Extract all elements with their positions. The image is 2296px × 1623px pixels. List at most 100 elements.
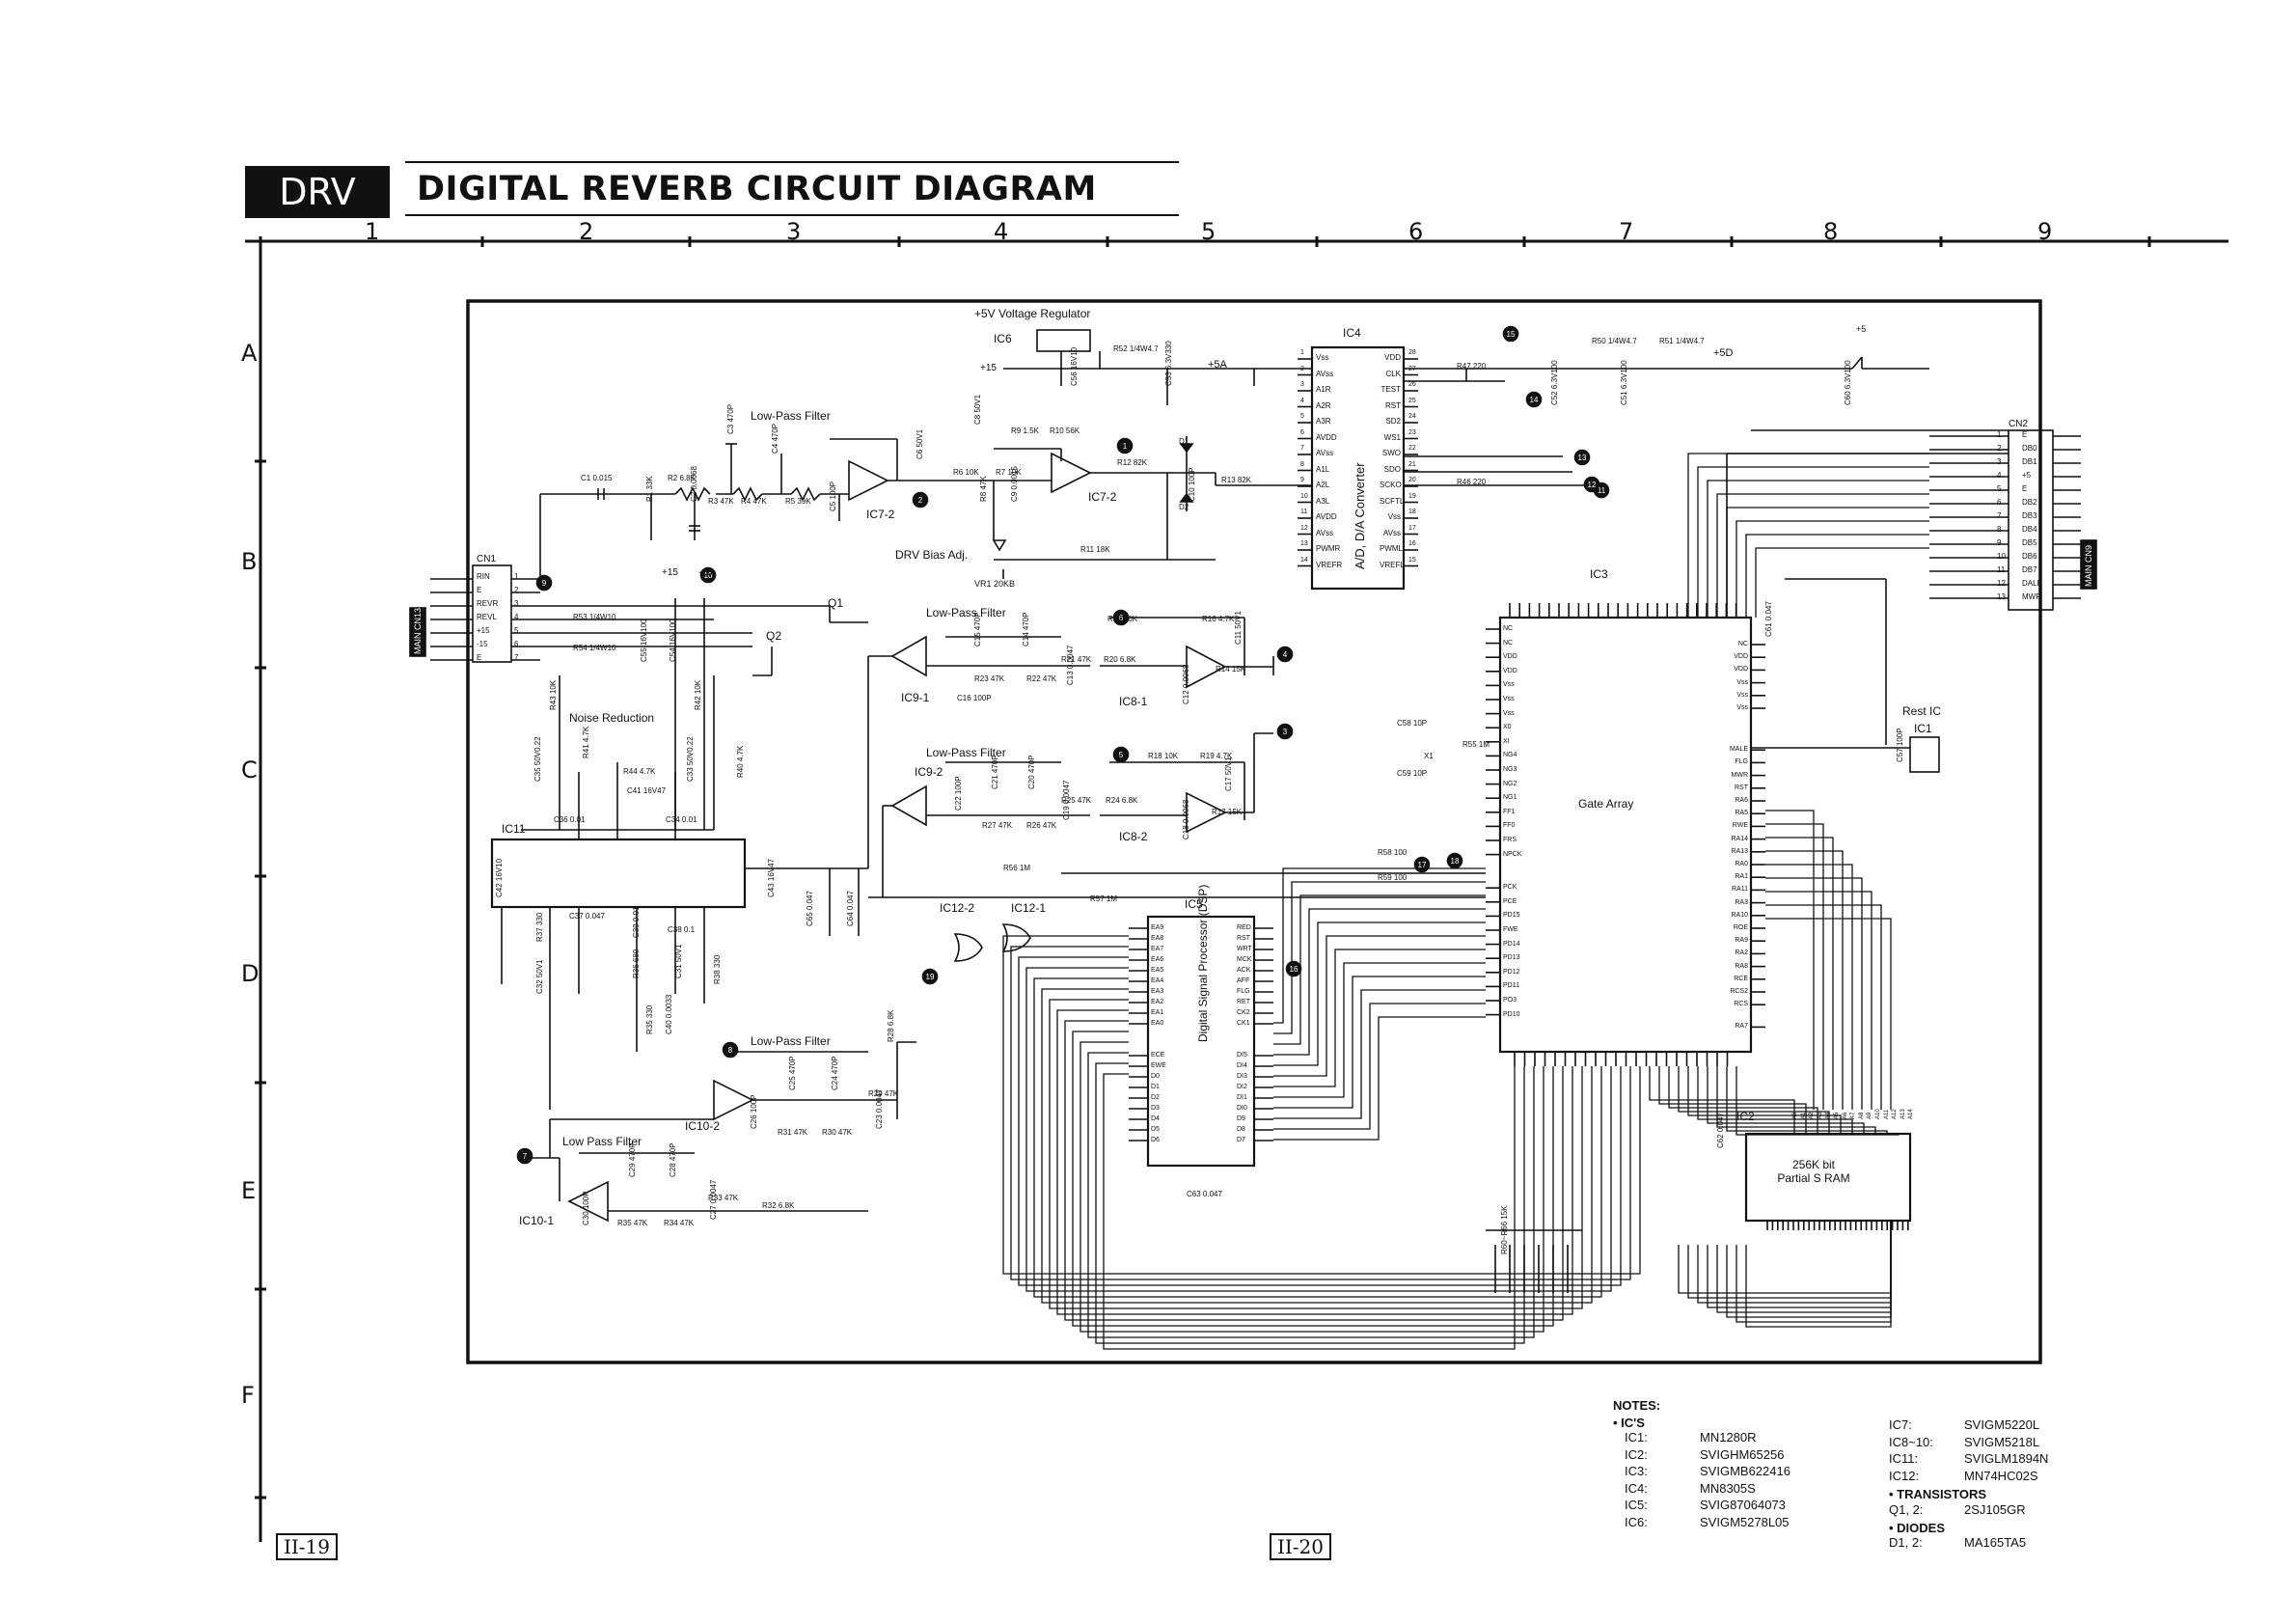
ic2-addr-label: A11 bbox=[1883, 1109, 1890, 1119]
ic3-pin-label-right: MALE bbox=[1729, 746, 1748, 754]
ic5-pin-label-right: RST bbox=[1237, 935, 1250, 942]
component-label-c58: C58 10P bbox=[1397, 719, 1428, 728]
component-label-r24: R24 6.8K bbox=[1106, 796, 1138, 805]
test-point-marker bbox=[1112, 746, 1130, 763]
ic3-designator: IC3 bbox=[1590, 567, 1608, 581]
ic3-pin-label-left: Vss bbox=[1503, 696, 1515, 702]
component-label-c43: C43 16V47 bbox=[767, 858, 776, 897]
ic3-pin-label-left: NG4 bbox=[1503, 752, 1517, 759]
component-label-c14: C14 470P bbox=[1022, 612, 1030, 646]
ic2-addr-label: A6 bbox=[1842, 1112, 1848, 1119]
noise-reduction-label: Noise Reduction bbox=[569, 711, 655, 725]
header-rule-top bbox=[405, 161, 1179, 163]
grid-row-c: C bbox=[241, 756, 258, 784]
ic4-adda bbox=[1298, 345, 1929, 591]
component-label-c52: C52 6.3V100 bbox=[1550, 360, 1559, 405]
ic5-pin-label-left: EA0 bbox=[1151, 1020, 1164, 1027]
ic3-pin-label-left: PD14 bbox=[1503, 940, 1520, 948]
vr1-designator: VR1 20KB bbox=[974, 579, 1016, 589]
component-label-r52: R52 1/4W4.7 bbox=[1113, 344, 1159, 353]
ic3-pin-label-right: FLG bbox=[1735, 758, 1748, 766]
test-point-label: 12 bbox=[1588, 481, 1597, 489]
component-label-c40: C40 0.0033 bbox=[665, 994, 673, 1034]
sram-label: 256K bit Partial S RAM bbox=[1777, 1158, 1850, 1185]
ic4-pin-label-right: VREFL bbox=[1380, 560, 1405, 569]
note-value: MN74HC02S bbox=[1964, 1468, 2038, 1483]
component-label-r15: R15 10K bbox=[1107, 615, 1138, 623]
component-label-c31: C31 50V1 bbox=[674, 944, 683, 978]
ic4-pin-num-right: 16 bbox=[1408, 540, 1416, 547]
component-label-c24: C24 470P bbox=[831, 1056, 839, 1090]
component-label-r35b: R35 47K bbox=[617, 1219, 648, 1227]
rail-p5: +5 bbox=[1856, 324, 1867, 334]
component-label-r46: R46 220 bbox=[1457, 478, 1487, 486]
bus-trace bbox=[1716, 1221, 1892, 1313]
component-label-r47: R47 220 bbox=[1457, 362, 1487, 371]
page-title: DIGITAL REVERB CIRCUIT DIAGRAM bbox=[417, 170, 1097, 208]
ic3-pin-label-right: RCS bbox=[1734, 1001, 1748, 1008]
test-point-label: 14 bbox=[1530, 396, 1539, 404]
note-key: D1, 2: bbox=[1889, 1535, 1923, 1550]
ic5-pin-label-left: ECE bbox=[1151, 1052, 1165, 1059]
bus-trace bbox=[1736, 520, 1929, 618]
ic5-pin-label-right: FLG bbox=[1237, 988, 1250, 995]
test-point-marker bbox=[1573, 449, 1591, 466]
test-point-label: 5 bbox=[1119, 751, 1124, 759]
test-point-marker bbox=[1116, 437, 1134, 454]
test-point-label: 6 bbox=[1119, 614, 1124, 622]
component-label-c3: C3 470P bbox=[726, 403, 735, 434]
cn2-pin-label: DB1 bbox=[2022, 457, 2037, 466]
component-label-c36: C36 0.01 bbox=[554, 815, 586, 824]
lpf-d-label: Low-Pass Filter bbox=[751, 1034, 831, 1048]
cn2-pin-number: 9 bbox=[1997, 538, 2002, 547]
component-label-c17: C17 50V1 bbox=[1224, 756, 1233, 791]
component-label-r55: R55 1M bbox=[1462, 740, 1490, 749]
bias-adj-label: DRV Bias Adj. bbox=[895, 548, 969, 562]
test-point-label: 15 bbox=[1507, 330, 1516, 339]
component-label-c28: C28 470P bbox=[669, 1142, 677, 1177]
component-label-c63: C63 0.047 bbox=[1187, 1190, 1222, 1198]
ic3-pin-label-left: VDD bbox=[1503, 667, 1517, 674]
component-label-c13: C13 0.0047 bbox=[1066, 645, 1075, 685]
component-label-r2: R2 6.8K bbox=[668, 474, 696, 482]
note-key: Q1, 2: bbox=[1889, 1501, 1924, 1517]
ic3-pin-label-right: VDD bbox=[1734, 653, 1748, 661]
component-label-c42: C42 16V10 bbox=[495, 858, 504, 897]
note-key: IC8~10: bbox=[1889, 1434, 1933, 1449]
component-label-r20: R20 6.8K bbox=[1104, 655, 1136, 664]
ic3-pin-label-right: Vss bbox=[1736, 691, 1748, 699]
component-label-r36: R36 680 bbox=[632, 949, 641, 978]
grid-col-3: 3 bbox=[786, 218, 802, 245]
test-point-marker bbox=[1276, 723, 1294, 740]
ic4-pin-num-left: 8 bbox=[1300, 460, 1304, 468]
cn2-pin-number: 2 bbox=[1997, 444, 2002, 453]
bus-trace bbox=[1687, 1066, 1842, 1134]
component-label-c54: C54 16V100 bbox=[669, 619, 677, 662]
ic3-pin-label-left: FF1 bbox=[1503, 808, 1516, 815]
note-value: SVIGLM1894N bbox=[1964, 1451, 2049, 1466]
component-label-r5: R5 39K bbox=[785, 497, 811, 506]
ic8-ic9-lpf bbox=[867, 617, 1486, 898]
test-point-marker bbox=[921, 968, 939, 985]
cn2-pin-label: DALE bbox=[2022, 579, 2042, 588]
note-key: IC1: bbox=[1625, 1430, 1648, 1444]
component-label-c56: C56 16V10 bbox=[1070, 346, 1079, 386]
ic4-pin-label-right: CLK bbox=[1385, 369, 1401, 378]
ic2-designator: IC2 bbox=[1736, 1110, 1755, 1123]
component-label-r43: R43 10K bbox=[549, 679, 558, 710]
ic3-pin-label-left: Vss bbox=[1503, 709, 1515, 717]
cn2-pin-label: DB4 bbox=[2022, 525, 2037, 534]
regulator-label: +5V Voltage Regulator bbox=[974, 307, 1091, 320]
ic5-pin-label-right: ACK bbox=[1237, 967, 1251, 974]
cn2-pin-label: DB7 bbox=[2022, 565, 2037, 574]
component-label-c25: C25 470P bbox=[788, 1056, 797, 1090]
cn1-pin-number: 6 bbox=[514, 640, 519, 648]
ic5-pin-label-left: EWE bbox=[1151, 1062, 1166, 1069]
ic4-pin-num-left: 14 bbox=[1300, 556, 1308, 564]
test-point-label: 19 bbox=[926, 973, 935, 981]
cn1-pin-number: 5 bbox=[514, 626, 519, 635]
component-label-c20: C20 470P bbox=[1027, 755, 1036, 789]
ic1-designator: IC1 bbox=[1914, 722, 1932, 735]
